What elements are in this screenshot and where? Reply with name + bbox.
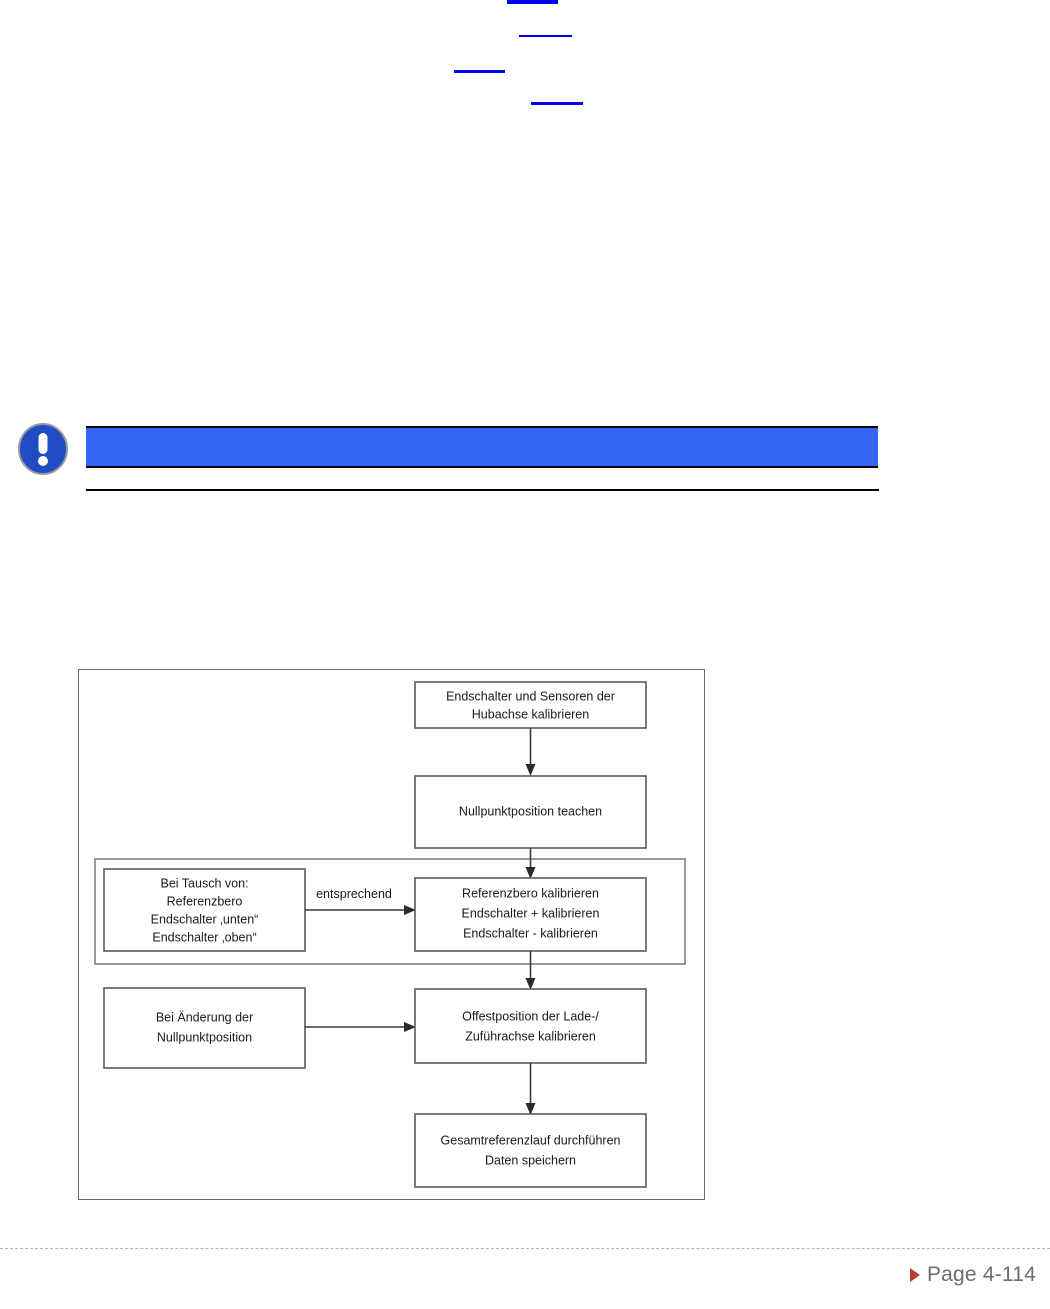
node-bei-aenderung bbox=[103, 987, 306, 1069]
footer-divider bbox=[0, 1248, 1050, 1249]
node-gesamtreferenzlauf bbox=[414, 1113, 647, 1188]
flow-arrowhead-3 bbox=[404, 905, 416, 915]
node-referenzbero-kalibrieren-line1: Referenzbero kalibrieren bbox=[462, 886, 599, 900]
flowchart-figure: Endschalter und Sensoren der Hubachse ka… bbox=[78, 669, 705, 1200]
node-offestposition-line2: Zuführachse kalibrieren bbox=[465, 1029, 596, 1043]
node-gesamtreferenzlauf-line2: Daten speichern bbox=[485, 1153, 576, 1167]
node-nullpunktposition-teachen-label: Nullpunktposition teachen bbox=[459, 804, 602, 818]
flowchart-group-box bbox=[94, 858, 686, 965]
section-divider bbox=[86, 489, 879, 491]
node-bei-aenderung-line2: Nullpunktposition bbox=[157, 1030, 252, 1044]
node-bei-tausch-von bbox=[103, 868, 306, 952]
node-bei-tausch-von-line1: Bei Tausch von: bbox=[160, 876, 248, 890]
node-referenzbero-kalibrieren bbox=[414, 877, 647, 952]
node-endschalter-sensoren bbox=[414, 681, 647, 729]
notice-banner bbox=[86, 426, 878, 468]
node-bei-tausch-von-line4: Endschalter ‚oben“ bbox=[152, 930, 256, 944]
footer-page-number: Page 4-114 bbox=[909, 1263, 1036, 1287]
node-endschalter-sensoren-line1: Endschalter und Sensoren der bbox=[446, 689, 615, 703]
node-bei-tausch-von-line2: Referenzbero bbox=[167, 894, 243, 908]
flow-edge-label-entsprechend: entsprechend bbox=[316, 887, 392, 901]
node-referenzbero-kalibrieren-line3: Endschalter - kalibrieren bbox=[463, 926, 598, 940]
node-referenzbero-kalibrieren-line2: Endschalter + kalibrieren bbox=[462, 906, 600, 920]
flowchart-canvas: Endschalter und Sensoren der Hubachse ka… bbox=[94, 681, 686, 1188]
notice-block bbox=[0, 205, 1050, 475]
flow-arrowhead-6 bbox=[525, 1103, 536, 1115]
flow-arrowhead-2 bbox=[525, 867, 536, 879]
footer-page-label: Page 4-114 bbox=[926, 1263, 1036, 1286]
node-bei-aenderung-line1: Bei Änderung der bbox=[156, 1010, 253, 1024]
flow-arrowhead-5 bbox=[404, 1022, 416, 1032]
cross-reference-link-2[interactable] bbox=[519, 35, 572, 37]
node-gesamtreferenzlauf-line1: Gesamtreferenzlauf durchführen bbox=[441, 1133, 621, 1147]
cross-reference-link-1[interactable] bbox=[507, 0, 558, 4]
node-endschalter-sensoren-line2: Hubachse kalibrieren bbox=[472, 707, 589, 721]
cross-reference-link-3[interactable] bbox=[454, 70, 505, 73]
node-offestposition bbox=[414, 988, 647, 1064]
node-offestposition-line1: Offestposition der Lade-/ bbox=[462, 1009, 599, 1023]
node-bei-tausch-von-line3: Endschalter ‚unten“ bbox=[151, 912, 259, 926]
triangle-right-icon bbox=[909, 1268, 920, 1282]
flow-arrowhead-1 bbox=[525, 764, 536, 776]
exclamation-mandatory-icon bbox=[18, 423, 68, 475]
flow-arrowhead-4 bbox=[525, 978, 536, 990]
cross-reference-link-4[interactable] bbox=[531, 102, 583, 105]
